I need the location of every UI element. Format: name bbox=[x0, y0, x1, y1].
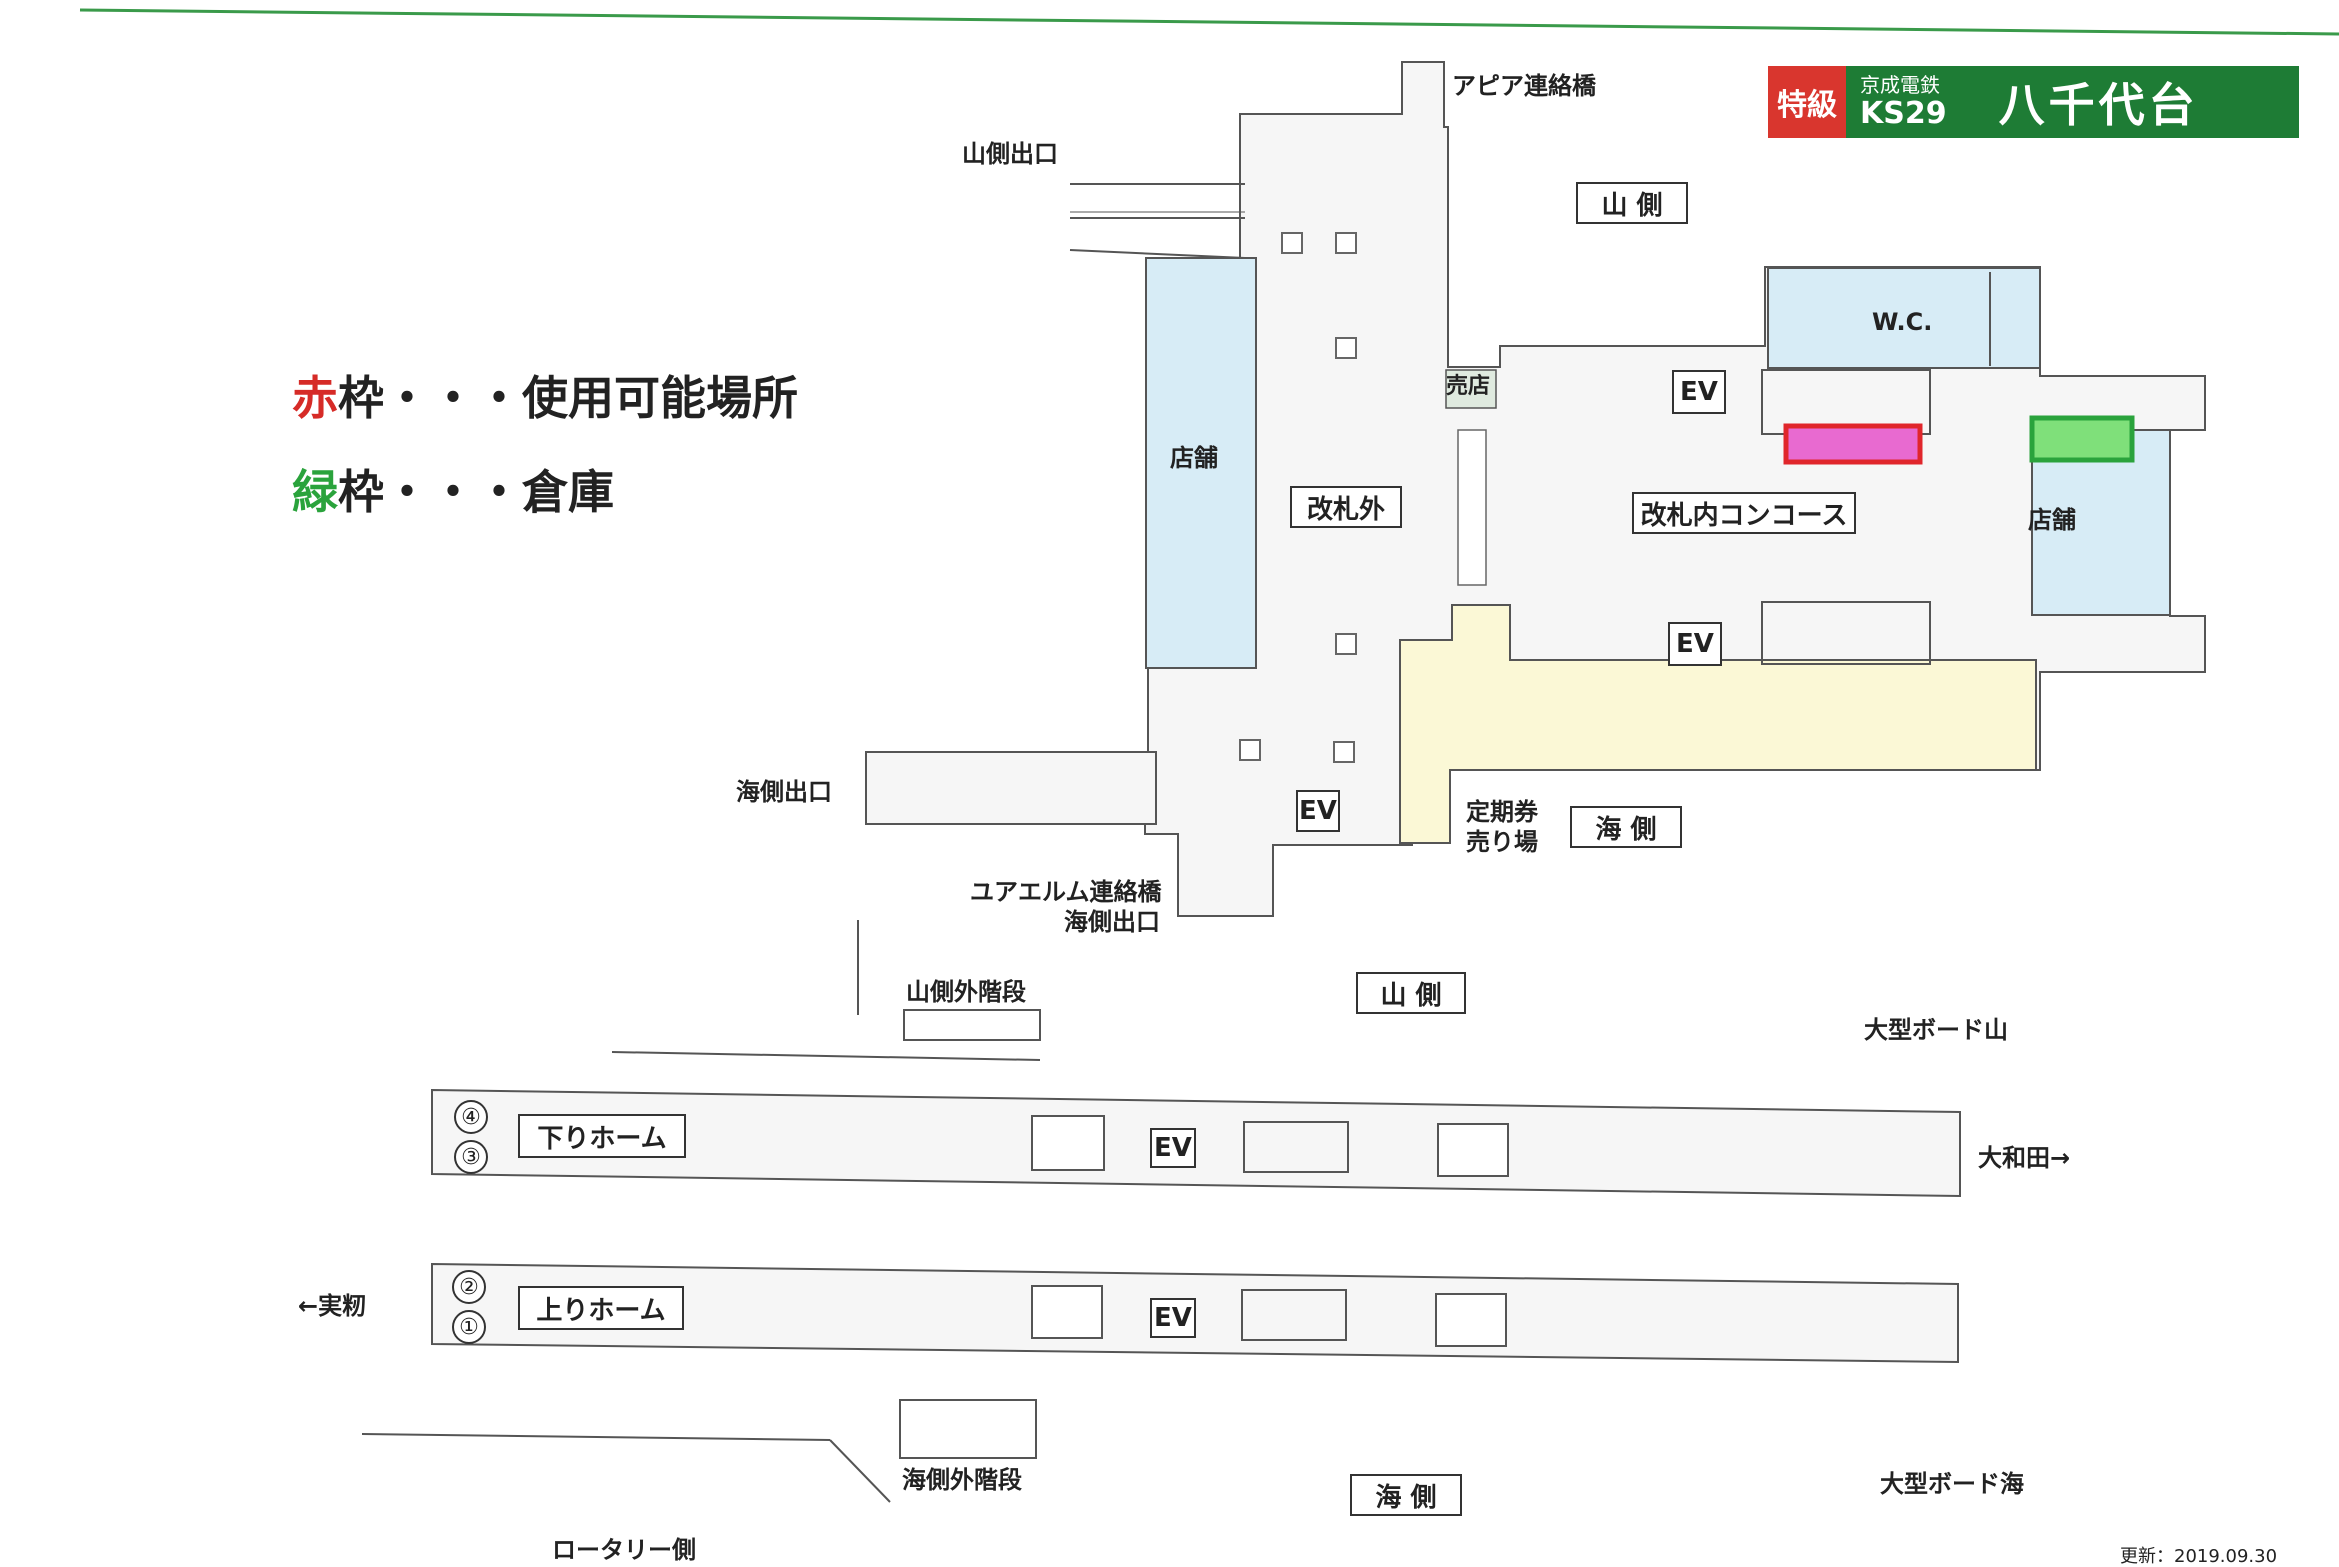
available-spot bbox=[1783, 423, 1923, 465]
umi-exit-label: 海側出口 bbox=[736, 778, 832, 806]
shop-left-area bbox=[1145, 257, 1257, 669]
yama-exit-stairs bbox=[1069, 183, 1246, 259]
uaerumu-exit-label: 海側出口 bbox=[1064, 908, 1160, 936]
umi-exit-stairs bbox=[865, 751, 1157, 825]
ev-concourse-top: EV bbox=[1672, 370, 1726, 414]
track-3-marker: ③ bbox=[454, 1140, 488, 1174]
company-name: 京成電鉄 bbox=[1860, 73, 1940, 97]
umi-side-bottom-label: 海 側 bbox=[1350, 1474, 1462, 1516]
teiki-label-1: 定期券 bbox=[1466, 798, 1538, 826]
umi-side-mid-label: 海 側 bbox=[1570, 806, 1682, 848]
uaerumu-bridge-label: ユアエルム連絡橋 bbox=[970, 878, 1162, 906]
company-block: 京成電鉄 KS29 bbox=[1860, 75, 1947, 129]
umi-outer-stairs-label: 海側外階段 bbox=[902, 1466, 1022, 1494]
dashed-stairs bbox=[1457, 429, 1487, 586]
apia-bridge-label: アピア連絡橋 bbox=[1452, 72, 1596, 100]
platform-up-label: 上りホーム bbox=[518, 1286, 684, 1330]
wc-area bbox=[1767, 267, 2041, 369]
wc-label: W.C. bbox=[1872, 308, 1933, 336]
teiki-label-2: 売り場 bbox=[1466, 828, 1538, 856]
platform-escalators bbox=[1241, 1121, 1349, 1341]
yama-side-top-label: 山 側 bbox=[1576, 182, 1688, 224]
mimomi-direction-label: ←実籾 bbox=[298, 1292, 367, 1320]
kiosk-area bbox=[1445, 369, 1497, 409]
legend-storage: 緑枠・・・倉庫 bbox=[292, 465, 614, 519]
storage-spot bbox=[2029, 415, 2135, 463]
station-badge: 特級 京成電鉄 KS29 八千代台 bbox=[1768, 66, 2299, 138]
shop-right-label: 店舗 bbox=[2028, 506, 2076, 534]
platform-down-label: 下りホーム bbox=[518, 1114, 686, 1158]
yama-exit-label: 山側出口 bbox=[962, 140, 1058, 168]
ev-platform-up: EV bbox=[1150, 1298, 1196, 1338]
platform-down-shape bbox=[431, 1088, 1961, 1198]
ohwada-direction-label: 大和田→ bbox=[1978, 1144, 2071, 1172]
yama-side-mid-label: 山 側 bbox=[1356, 972, 1466, 1014]
legend-available: 赤枠・・・使用可能場所 bbox=[292, 371, 798, 425]
track-2-marker: ② bbox=[452, 1270, 486, 1304]
outside-gate-label: 改札外 bbox=[1290, 486, 1402, 528]
kiosk-label: 売店 bbox=[1446, 374, 1491, 399]
rotary-label: ロータリー側 bbox=[552, 1536, 696, 1564]
shop-left-label: 店舗 bbox=[1170, 444, 1218, 472]
station-code: KS29 bbox=[1860, 96, 1947, 131]
track-4-marker: ④ bbox=[454, 1100, 488, 1134]
updated-date: 更新：2019.09.30 bbox=[2120, 1546, 2278, 1567]
inside-concourse-label: 改札内コンコース bbox=[1632, 492, 1856, 534]
pillars bbox=[1239, 232, 1357, 763]
yama-outer-stairs-shape bbox=[611, 920, 1041, 1061]
big-board-yama-label: 大型ボード山 bbox=[1864, 1016, 2008, 1044]
ev-gate-outside: EV bbox=[1296, 790, 1340, 832]
umi-outer-stairs-shape bbox=[361, 1399, 1037, 1503]
big-board-umi-label: 大型ボード海 bbox=[1880, 1470, 2024, 1498]
header-rule bbox=[79, 8, 2339, 36]
ev-concourse-bottom: EV bbox=[1668, 622, 1722, 666]
station-name: 八千代台 bbox=[1998, 78, 2199, 132]
limited-express-badge: 特級 bbox=[1768, 66, 1846, 138]
platform-stairs bbox=[1031, 1115, 1509, 1347]
track-1-marker: ① bbox=[452, 1310, 486, 1344]
ev-platform-down: EV bbox=[1150, 1128, 1196, 1168]
yama-outer-stairs-label: 山側外階段 bbox=[906, 978, 1026, 1006]
